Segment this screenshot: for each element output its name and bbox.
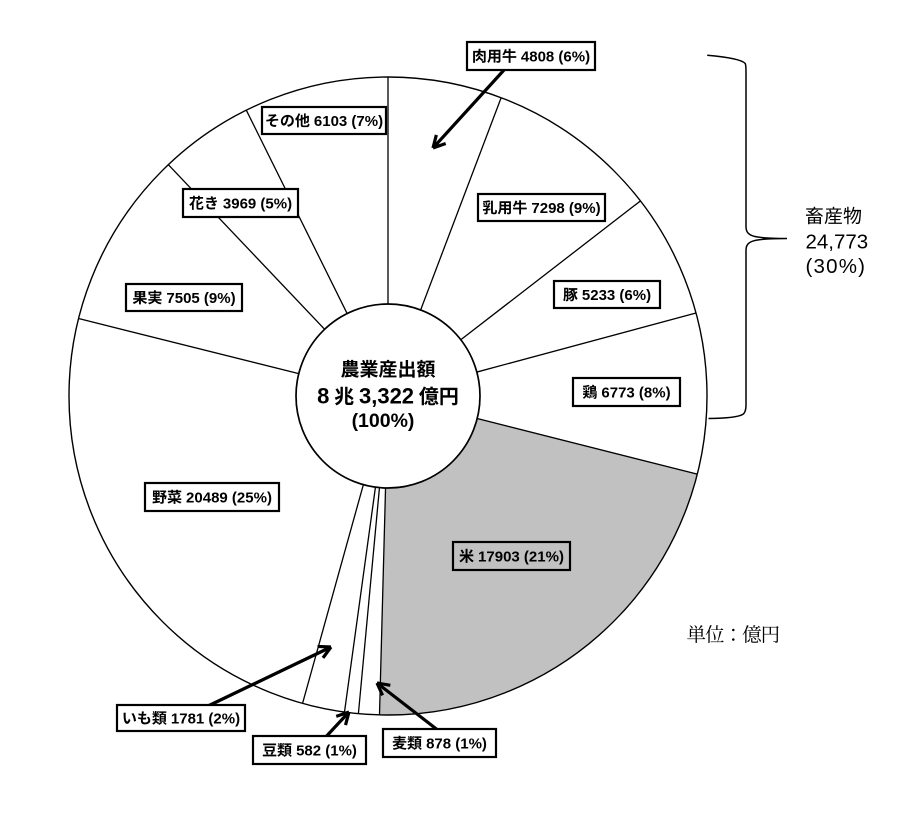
svg-text:3,322: 3,322 bbox=[359, 384, 414, 409]
svg-text:3969 (5%): 3969 (5%) bbox=[223, 196, 292, 213]
svg-text:878 (1%): 878 (1%) bbox=[426, 736, 487, 753]
svg-text:17903 (21%): 17903 (21%) bbox=[478, 549, 564, 566]
svg-text:24,773: 24,773 bbox=[806, 231, 869, 254]
svg-text:5233 (6%): 5233 (6%) bbox=[582, 287, 651, 304]
svg-text:1781 (2%): 1781 (2%) bbox=[171, 711, 240, 728]
svg-text:20489 (25%): 20489 (25%) bbox=[186, 490, 272, 507]
svg-text:582 (1%): 582 (1%) bbox=[296, 743, 357, 760]
svg-text:7505 (9%): 7505 (9%) bbox=[166, 290, 235, 307]
svg-text:4808 (6%): 4808 (6%) bbox=[521, 49, 590, 66]
svg-text:(30%): (30%) bbox=[806, 255, 867, 278]
svg-text:6773 (8%): 6773 (8%) bbox=[601, 385, 670, 402]
svg-text:(100%): (100%) bbox=[352, 410, 415, 432]
svg-text:8: 8 bbox=[317, 384, 329, 409]
svg-text:7298 (9%): 7298 (9%) bbox=[531, 200, 600, 217]
svg-text:6103 (7%): 6103 (7%) bbox=[314, 113, 383, 130]
